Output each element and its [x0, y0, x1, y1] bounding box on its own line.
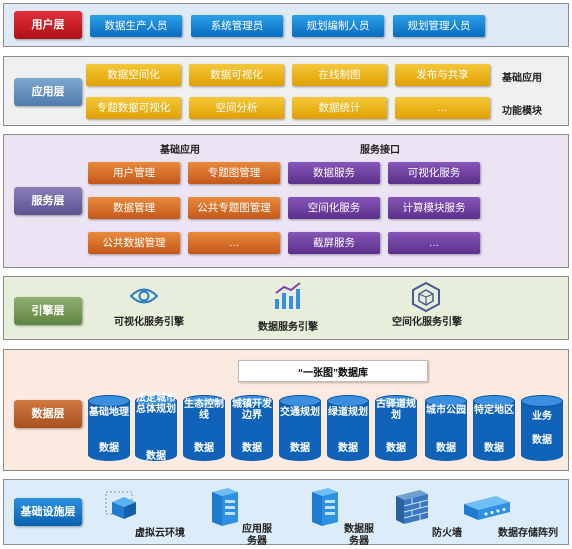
app-layer: 应用层 数据空间化 数据可视化 在线制图 发布与共享 基础应用 专题数据可视化 … — [3, 56, 569, 126]
app-item-statistics: 数据统计 — [292, 97, 387, 119]
infra-label-firewall: 防火墙 — [432, 528, 462, 539]
database-cylinder: 生态控制线数据 — [183, 395, 225, 461]
service-left-item: 数据管理 — [88, 197, 180, 219]
virtual-cloud-icon — [105, 491, 136, 519]
bar-chart-icon — [275, 282, 301, 309]
app-row1-label: 基础应用 — [502, 73, 542, 84]
engine-label-spatial: 空间化服务引擎 — [392, 317, 462, 328]
database-banner: “一张图”数据库 — [238, 360, 428, 382]
storage-array-icon — [464, 496, 510, 520]
app-item-spatial-analysis: 空间分析 — [189, 97, 284, 119]
service-right-item: 空间化服务 — [288, 197, 380, 219]
database-cylinder: 城镇开发边界数据 — [231, 395, 273, 461]
service-right-item: 计算模块服务 — [388, 197, 480, 219]
app-item-publish-share: 发布与共享 — [395, 64, 490, 86]
engine-label-data: 数据服务引擎 — [258, 322, 318, 333]
service-layer-title: 服务层 — [14, 187, 82, 215]
app-layer-title: 应用层 — [14, 78, 82, 106]
app-item-more: … — [395, 97, 490, 119]
infra-layer-title: 基础设施层 — [14, 498, 82, 526]
user-item-plan-editor: 规划编制人员 — [292, 15, 384, 37]
database-cylinder: 城市公园数据 — [425, 395, 467, 461]
service-left-item: … — [188, 232, 280, 254]
data-server-icon — [312, 488, 338, 526]
engine-layer-title: 引擎层 — [14, 297, 82, 325]
service-left-item: 公共专题图管理 — [188, 197, 280, 219]
app-item-visualize: 数据可视化 — [189, 64, 284, 86]
database-cylinder: 特定地区数据 — [473, 395, 515, 461]
user-layer: 用户层 数据生产人员 系统管理员 规划编制人员 规划管理人员 — [3, 3, 569, 47]
database-cylinder: 绿道规划数据 — [327, 395, 369, 461]
service-left-item: 公共数据管理 — [88, 232, 180, 254]
app-item-thematic-visualize: 专题数据可视化 — [86, 97, 181, 119]
service-right-item: 数据服务 — [288, 162, 380, 184]
user-layer-title: 用户层 — [14, 11, 82, 39]
service-right-item: 可视化服务 — [388, 162, 480, 184]
app-item-online-map: 在线制图 — [292, 64, 387, 86]
eye-icon — [129, 288, 159, 304]
app-server-icon — [212, 488, 238, 526]
user-item-data-producer: 数据生产人员 — [90, 15, 182, 37]
database-cylinder: 法定城市总体规划数据 — [135, 393, 177, 462]
service-left-item: 专题图管理 — [188, 162, 280, 184]
infra-label-data-server: 数据服务器 — [344, 524, 374, 547]
data-layer-title: 数据层 — [14, 400, 82, 428]
user-item-plan-manager: 规划管理人员 — [393, 15, 485, 37]
service-left-header: 基础应用 — [160, 145, 200, 156]
database-cylinder: 基础地理数据 — [88, 395, 130, 461]
infra-label-virtual-cloud: 虚拟云环境 — [135, 528, 185, 539]
infra-label-storage-array: 数据存储阵列 — [498, 528, 558, 539]
app-row2-label: 功能模块 — [502, 106, 542, 117]
service-right-item: 截屏服务 — [288, 232, 380, 254]
infra-label-app-server: 应用服务器 — [242, 524, 272, 547]
service-right-item: … — [388, 232, 480, 254]
database-cylinder: 业务数据 — [521, 395, 563, 461]
service-left-item: 用户管理 — [88, 162, 180, 184]
service-layer: 服务层 基础应用 服务接口 用户管理 专题图管理 数据管理 公共专题图管理 公共… — [3, 134, 569, 268]
app-item-spatialize: 数据空间化 — [86, 64, 181, 86]
user-item-sys-admin: 系统管理员 — [191, 15, 283, 37]
cube-icon — [412, 281, 440, 313]
infra-layer: 基础设施层 虚拟云环境 应用服务器 数据服务器 防火墙 — [3, 479, 569, 547]
engine-label-visual: 可视化服务引擎 — [114, 317, 184, 328]
database-cylinder: 古驿道规划数据 — [375, 395, 417, 461]
firewall-icon — [396, 490, 429, 524]
database-cylinder: 交通规划数据 — [279, 395, 321, 461]
engine-layer: 引擎层 可视化服务引擎 数据服务引擎 空间化服务引擎 — [3, 276, 569, 340]
service-right-header: 服务接口 — [360, 145, 400, 156]
